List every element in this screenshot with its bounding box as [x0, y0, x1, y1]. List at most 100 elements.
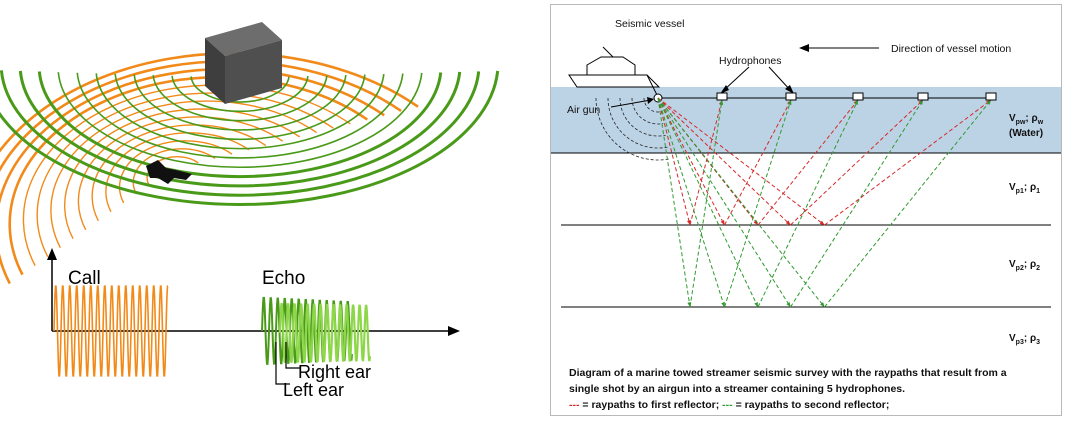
echolocation-illustration: Call Echo Right ear Left ear: [0, 22, 500, 400]
green-ray-down: [657, 97, 691, 308]
airgun-wavefront: [643, 97, 661, 113]
call-wavefront: [8, 75, 369, 276]
echo-wavefront: [152, 75, 328, 122]
green-ray-down-head: [721, 302, 725, 307]
echo-wavefront: [190, 76, 290, 103]
echo-wavefront: [133, 74, 347, 131]
hydrophone-icon: [785, 92, 797, 101]
echo-wavefront: [76, 72, 404, 159]
echo-label: Echo: [262, 268, 305, 289]
layer1-label: Vp1; ρ1: [1009, 182, 1040, 195]
red-ray-up: [790, 99, 924, 226]
red-ray-up: [724, 99, 792, 226]
seismic-diagram-svg: Seismic vessel Direction of vessel motio…: [551, 18, 1061, 346]
legend-green-text: = raypaths to second reflector;: [732, 399, 890, 411]
echo-right-waveform: [278, 302, 372, 364]
hydrophone-icon: [716, 92, 728, 101]
echo-wavefront: [114, 73, 366, 141]
caption-legend: --- = raypaths to first reflector; --- =…: [569, 397, 1049, 413]
echo-signal: [261, 296, 372, 365]
bat-icon: [146, 160, 192, 184]
vessel-label: Seismic vessel: [615, 18, 684, 30]
echo-wavefront: [18, 70, 462, 188]
green-ray-up-head: [719, 100, 724, 105]
airgun-wavefront: [607, 97, 669, 149]
red-ray-up: [757, 99, 859, 226]
echo-wavefront: [95, 73, 385, 150]
green-ray-down: [657, 97, 825, 308]
layer3-label: Vp3; ρ3: [1009, 333, 1040, 346]
caption-line-2: single shot by an airgun into a streamer…: [569, 383, 906, 395]
legend-green-marker: ---: [722, 399, 733, 411]
call-wavefront: [36, 92, 334, 257]
echo-wavefront: [0, 70, 481, 197]
caption-line-1: Diagram of a marine towed streamer seism…: [569, 367, 1007, 379]
airgun-wavefronts: [595, 97, 671, 161]
vessel-icon: [568, 56, 661, 96]
airgun-pointer-head: [647, 97, 654, 104]
direction-label: Direction of vessel motion: [891, 43, 1011, 55]
airgun-label: Air gun: [567, 104, 600, 116]
hydrophones: [716, 92, 997, 101]
green-ray-up: [724, 99, 792, 308]
raypaths: [657, 97, 992, 308]
red-ray-down: [657, 97, 691, 226]
hydrophone-icon: [852, 92, 864, 101]
hydrophones-label: Hydrophones: [719, 55, 781, 67]
green-ray-up: [824, 99, 992, 308]
call-wavefront: [0, 67, 385, 285]
call-wavefront: [105, 132, 250, 213]
echo-wavefront: [171, 75, 309, 113]
call-wavefronts: [0, 52, 419, 285]
green-ray-down: [657, 97, 791, 308]
red-ray-down-head: [785, 220, 791, 225]
figure-caption: Diagram of a marine towed streamer seism…: [569, 365, 1049, 413]
vessel-pointer: [602, 46, 614, 58]
layer-water-name: (Water): [1009, 128, 1043, 139]
right-ear-label: Right ear: [298, 362, 371, 382]
hydrophone-icon: [917, 92, 929, 101]
legend-red-text: = raypaths to first reflector;: [579, 399, 723, 411]
green-ray-down-head: [754, 302, 758, 307]
call-wavefront: [146, 156, 199, 186]
green-ray-down: [657, 97, 725, 308]
red-ray-down: [657, 97, 791, 226]
call-wavefront: [119, 140, 233, 204]
water-layer: [551, 87, 1061, 153]
airgun-wavefront: [595, 97, 671, 161]
call-wavefront: [77, 116, 284, 231]
airgun-pointer: [610, 99, 652, 108]
green-ray-down-head: [820, 302, 825, 307]
green-ray-up-head: [986, 100, 991, 105]
direction-arrow: [799, 44, 879, 52]
airgun-wavefront: [631, 97, 664, 125]
call-wavefront: [0, 59, 402, 172]
red-ray-down-head: [819, 220, 825, 225]
hydrophone-pointers: [720, 66, 794, 94]
red-ray-down: [657, 97, 825, 226]
green-ray-up-head: [918, 100, 923, 105]
call-wavefront: [0, 52, 419, 153]
cube-icon: [205, 22, 282, 104]
call-wavefront: [63, 108, 301, 240]
green-ray-down-head: [786, 302, 791, 307]
call-signal: [53, 285, 169, 377]
red-ray-up: [824, 99, 992, 226]
green-ray-up: [790, 99, 924, 308]
green-ray-up: [689, 99, 723, 308]
signal-axes: [47, 248, 460, 336]
red-ray-down-head: [720, 220, 725, 225]
call-waveform: [53, 285, 169, 377]
green-ray-up-head: [787, 100, 792, 105]
green-ray-up-head: [854, 100, 858, 105]
echo-wavefront: [37, 71, 443, 179]
red-ray-down: [657, 97, 725, 226]
ear-brackets: [275, 342, 300, 385]
layer-water-label: Vpw; ρw: [1009, 113, 1044, 126]
red-ray-up: [689, 99, 723, 226]
green-ray-up: [757, 99, 859, 308]
seismic-survey-panel: Seismic vessel Direction of vessel motio…: [550, 4, 1062, 416]
call-label: Call: [68, 268, 101, 289]
echo-wavefront: [0, 70, 500, 206]
hydrophone-icon: [985, 92, 997, 101]
